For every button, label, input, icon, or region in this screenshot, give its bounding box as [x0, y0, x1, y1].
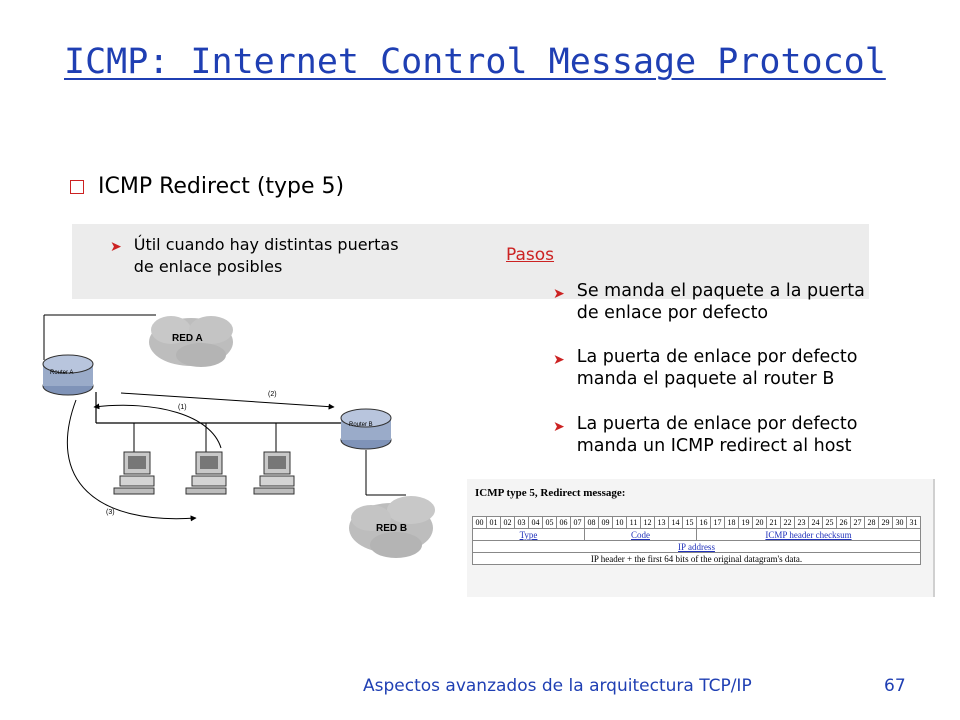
- router-b-label: Router B: [349, 422, 373, 428]
- bit-cell: 23: [794, 516, 809, 529]
- field-checksum: ICMP header checksum: [696, 528, 921, 541]
- field-code: Code: [584, 528, 697, 541]
- bit-cell: 30: [892, 516, 907, 529]
- step-1-line1: Se manda el paquete a la puerta: [576, 281, 865, 301]
- bit-cell: 01: [486, 516, 501, 529]
- bit-cell: 16: [696, 516, 711, 529]
- sub-bullet: ➤ Útil cuando hay distintas puertas de e…: [110, 234, 399, 278]
- bit-cell: 28: [864, 516, 879, 529]
- bit-cell: 15: [682, 516, 697, 529]
- checkbox-bullet-icon: [70, 179, 84, 194]
- host-computer-icon: [113, 451, 155, 495]
- bit-cell: 21: [766, 516, 781, 529]
- net-a-label: RED A: [172, 333, 203, 344]
- bullet-icon: ➤: [553, 286, 565, 302]
- slide-title: ICMP: Internet Control Message Protocol: [64, 42, 886, 82]
- bit-cell: 20: [752, 516, 767, 529]
- step-3-line2: manda un ICMP redirect al host: [576, 436, 852, 456]
- bit-cell: 24: [808, 516, 823, 529]
- icmp-table-caption: ICMP type 5, Redirect message:: [475, 487, 626, 499]
- step-3-line1: La puerta de enlace por defecto: [576, 414, 858, 434]
- step-2-line2: manda el paquete al router B: [576, 369, 835, 389]
- field-ip-address: IP address: [472, 540, 921, 553]
- bit-cell: 12: [640, 516, 655, 529]
- bit-cell: 02: [500, 516, 515, 529]
- bullet-icon: ➤: [110, 239, 122, 255]
- sub-bullet-line1: Útil cuando hay distintas puertas: [133, 235, 399, 254]
- bit-cell: 31: [906, 516, 921, 529]
- bit-cell: 04: [528, 516, 543, 529]
- router-a-icon: Router A: [42, 354, 94, 396]
- arrow-2-label: (2): [268, 391, 277, 398]
- arrow-1: [93, 403, 222, 449]
- bit-cell: 00: [472, 516, 487, 529]
- bit-cell: 14: [668, 516, 683, 529]
- footer-text: Aspectos avanzados de la arquitectura TC…: [363, 676, 752, 696]
- arrow-3: [66, 399, 197, 522]
- cloud-red-b-icon: RED B: [349, 496, 435, 558]
- cloud-red-a-icon: RED A: [149, 316, 233, 367]
- bit-cell: 19: [738, 516, 753, 529]
- field-data: IP header + the first 64 bits of the ori…: [472, 552, 921, 565]
- bit-cell: 08: [584, 516, 599, 529]
- field-type: Type: [472, 528, 585, 541]
- network-diagram: RED A Router A Router B RED B (2) (1) (3…: [42, 314, 435, 558]
- bit-cell: 25: [822, 516, 837, 529]
- bit-cell: 11: [626, 516, 641, 529]
- bit-cell: 29: [878, 516, 893, 529]
- bit-cell: 07: [570, 516, 585, 529]
- bit-cell: 05: [542, 516, 557, 529]
- highlight-band: [72, 224, 869, 299]
- step-1-line2: de enlace por defecto: [576, 303, 769, 323]
- bit-cell: 09: [598, 516, 613, 529]
- bit-cell: 26: [836, 516, 851, 529]
- arrow-2: [120, 392, 335, 410]
- bit-cell: 18: [724, 516, 739, 529]
- bit-cell: 06: [556, 516, 571, 529]
- main-bullet: ICMP Redirect (type 5): [70, 174, 344, 199]
- bit-cell: 13: [654, 516, 669, 529]
- arrow-1-label: (1): [178, 404, 187, 411]
- bullet-icon: ➤: [553, 419, 565, 435]
- page-number: 67: [884, 676, 906, 696]
- main-bullet-text: ICMP Redirect (type 5): [98, 174, 345, 199]
- net-b-label: RED B: [376, 523, 407, 534]
- pasos-label: Pasos: [506, 245, 555, 265]
- bit-cell: 03: [514, 516, 529, 529]
- bit-cell: 27: [850, 516, 865, 529]
- host-computer-icon: [253, 451, 295, 495]
- bit-cell: 10: [612, 516, 627, 529]
- host-computer-icon: [185, 451, 227, 495]
- arrow-3-label: (3): [106, 509, 115, 516]
- router-a-label: Router A: [50, 370, 73, 376]
- bit-cell: 22: [780, 516, 795, 529]
- router-b-icon: Router B: [340, 408, 392, 450]
- step-2-line1: La puerta de enlace por defecto: [576, 347, 858, 367]
- bullet-icon: ➤: [553, 352, 565, 368]
- sub-bullet-line2: de enlace posibles: [133, 257, 283, 276]
- bit-cell: 17: [710, 516, 725, 529]
